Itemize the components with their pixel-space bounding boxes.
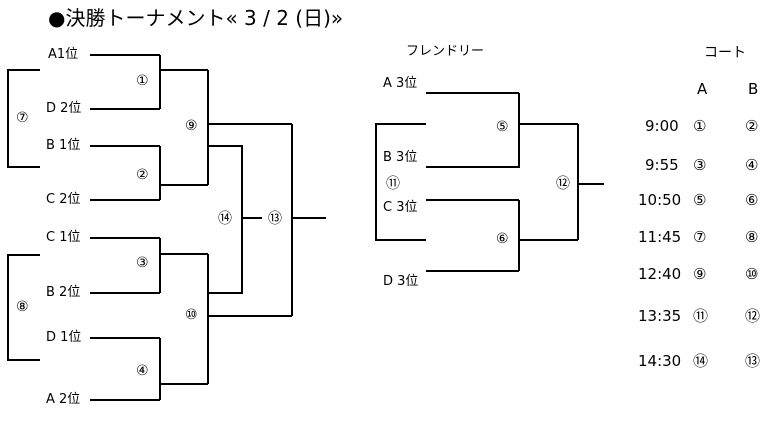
bracket-match-3: [159, 238, 208, 293]
schedule-court-a: ⑭: [693, 352, 709, 370]
team-label-b3: B 3位: [383, 150, 418, 165]
match-number-13: ⑬: [268, 211, 282, 227]
match-number-1: ①: [136, 73, 149, 89]
team-label-d1: D 1位: [46, 330, 82, 345]
court-header: コート: [704, 45, 746, 61]
schedule-time: 9:00: [645, 117, 679, 135]
schedule-court-a: ⑦: [693, 228, 707, 246]
bracket-match-10: [207, 254, 292, 384]
match-number-9: ⑨: [185, 118, 198, 134]
team-label-a1: A1位: [48, 47, 79, 62]
schedule-time: 9:55: [645, 156, 679, 174]
match-number-5: ⑤: [496, 119, 509, 135]
schedule-court-b: ⑬: [745, 352, 761, 370]
bracket-match-7: [7, 69, 40, 168]
team-label-d3: D 3位: [383, 274, 419, 289]
match-number-2: ②: [136, 167, 149, 183]
schedule-court-a: ⑨: [693, 265, 707, 283]
team-label-c1: C 1位: [46, 230, 81, 245]
schedule-court-a: ⑪: [693, 307, 709, 325]
match-number-8: ⑧: [16, 299, 29, 315]
bracket-match-13: [291, 124, 326, 316]
match-number-14: ⑭: [218, 211, 232, 227]
schedule-time: 13:35: [638, 307, 682, 325]
schedule-time: 14:30: [638, 352, 682, 370]
schedule-time: 11:45: [638, 228, 682, 246]
team-label-b1: B 1位: [46, 138, 81, 153]
bracket-match-8: [7, 254, 40, 361]
schedule-court-b: ④: [745, 156, 759, 174]
schedule-time: 10:50: [638, 191, 682, 209]
team-label-a3: A 3位: [383, 76, 418, 91]
schedule-court-b: ⑩: [745, 265, 759, 283]
schedule-court-a: ⑤: [693, 191, 707, 209]
friendly-title: フレンドリー: [406, 44, 485, 59]
match-number-10: ⑩: [185, 307, 198, 323]
bracket-match-1: [159, 55, 208, 109]
schedule-time: 12:40: [638, 265, 682, 283]
schedule-court-b: ⑫: [745, 307, 761, 325]
bracket-match-4: [159, 338, 208, 400]
court-b-header: B: [748, 80, 759, 98]
bracket-match-14: [208, 145, 262, 294]
schedule-court-b: ⑥: [745, 191, 759, 209]
match-number-12: ⑫: [556, 176, 570, 192]
match-number-3: ③: [136, 255, 149, 271]
team-label-c3: C 3位: [383, 200, 418, 215]
schedule-court-b: ②: [745, 117, 759, 135]
team-label-a2: A 2位: [46, 392, 81, 407]
match-number-6: ⑥: [496, 231, 509, 247]
schedule-court-a: ③: [693, 156, 707, 174]
team-label-b2: B 2位: [46, 285, 81, 300]
bracket-match-9: [207, 70, 292, 185]
bracket-match-12: [577, 124, 604, 240]
page-title: ●決勝トーナメント« 3 / 2 (日)»: [48, 6, 344, 30]
schedule-court-a: ①: [693, 117, 707, 135]
team-label-d2: D 2位: [46, 101, 82, 116]
match-number-4: ④: [136, 363, 149, 379]
bracket-match-11: [375, 123, 426, 241]
schedule-court-b: ⑧: [745, 228, 759, 246]
bracket-match-5: [426, 93, 578, 168]
team-label-c2: C 2位: [46, 192, 81, 207]
match-number-11: ⑪: [386, 176, 400, 192]
bracket-match-2: [159, 146, 208, 200]
match-number-7: ⑦: [16, 110, 29, 126]
court-a-header: A: [697, 80, 708, 98]
bracket-match-6: [518, 200, 578, 271]
